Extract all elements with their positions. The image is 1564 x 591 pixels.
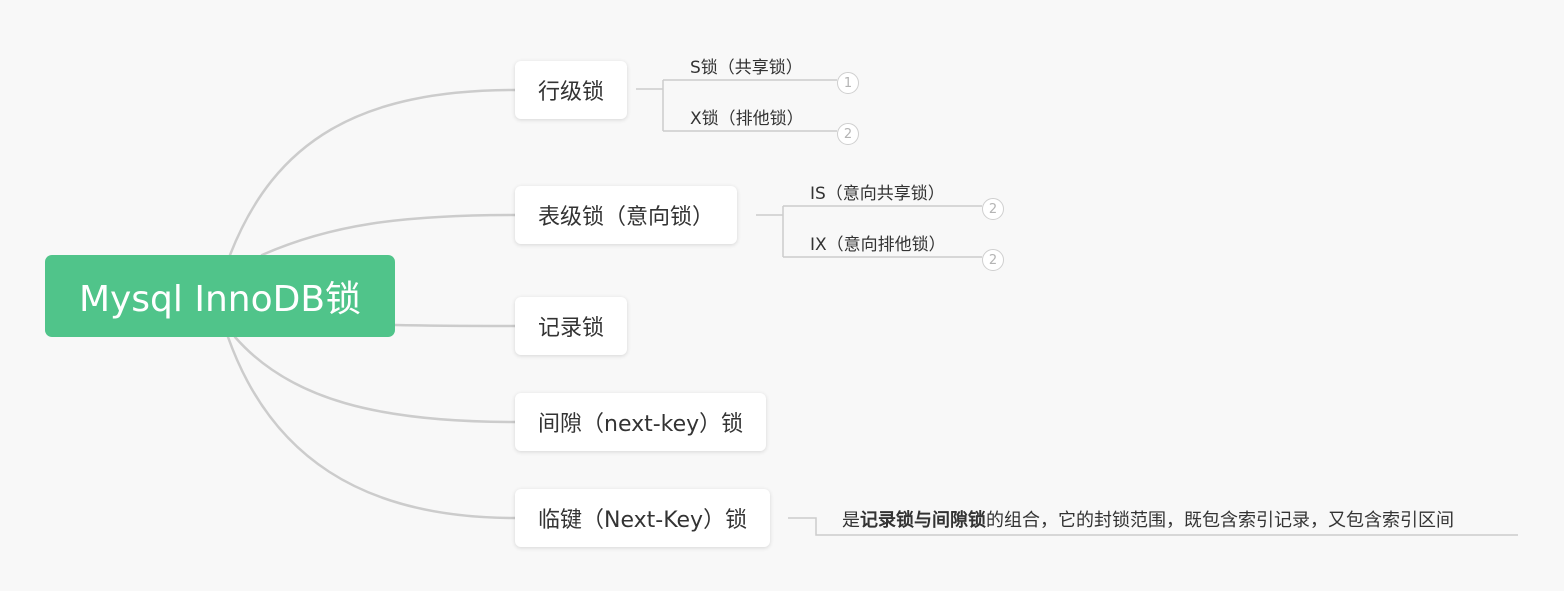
connector-root-row-lock (228, 88, 517, 257)
leaf-x-lock[interactable]: X锁（排他锁） (690, 104, 804, 129)
next-key-note-prefix: 是 (842, 510, 860, 531)
leaf-is-lock-badge[interactable]: 2 (982, 198, 1004, 220)
leaf-ix-lock-badge[interactable]: 2 (982, 249, 1004, 271)
branch-gap-lock-label: 间隙（next-key）锁 (538, 412, 744, 437)
next-key-note-suffix: 的组合，它的封锁范围，既包含索引记录，又包含索引区间 (986, 510, 1454, 531)
leaf-ix-lock[interactable]: IX（意向排他锁） (810, 230, 946, 255)
connector-root-table-lock (260, 213, 517, 257)
connector-root-next-key-lock (226, 335, 517, 520)
branch-next-key-lock-label: 临键（Next-Key）锁 (538, 508, 748, 533)
branch-record-lock-label: 记录锁 (538, 316, 605, 341)
next-key-note[interactable]: 是记录锁与间隙锁的组合，它的封锁范围，既包含索引记录，又包含索引区间 (842, 506, 1454, 532)
branch-table-lock[interactable]: 表级锁（意向锁） (515, 186, 738, 244)
root-label: Mysql InnoDB锁 (78, 279, 362, 320)
leaf-s-lock-label: S锁（共享锁） (690, 58, 803, 78)
branch-record-lock[interactable]: 记录锁 (515, 297, 628, 355)
leaf-s-lock-badge[interactable]: 1 (837, 72, 859, 94)
branch-row-lock-label: 行级锁 (538, 80, 605, 105)
connector-root-record-lock (393, 323, 517, 328)
connector-table-lock-children (756, 205, 982, 258)
leaf-is-lock[interactable]: IS（意向共享锁） (810, 179, 945, 204)
root-node[interactable]: Mysql InnoDB锁 (45, 255, 395, 337)
connector-next-key-note (788, 517, 1518, 536)
next-key-note-bold: 记录锁与间隙锁 (860, 510, 986, 531)
branch-table-lock-label: 表级锁（意向锁） (538, 205, 715, 230)
leaf-ix-lock-label: IX（意向排他锁） (810, 235, 946, 255)
connector-root-gap-lock (233, 335, 517, 424)
branch-row-lock[interactable]: 行级锁 (515, 61, 628, 119)
leaf-x-lock-badge[interactable]: 2 (837, 123, 859, 145)
connector-row-lock-children (636, 79, 837, 132)
branch-next-key-lock[interactable]: 临键（Next-Key）锁 (515, 489, 771, 547)
leaf-x-lock-label: X锁（排他锁） (690, 109, 804, 129)
leaf-s-lock[interactable]: S锁（共享锁） (690, 53, 803, 78)
leaf-is-lock-label: IS（意向共享锁） (810, 184, 945, 204)
branch-gap-lock[interactable]: 间隙（next-key）锁 (515, 393, 767, 451)
